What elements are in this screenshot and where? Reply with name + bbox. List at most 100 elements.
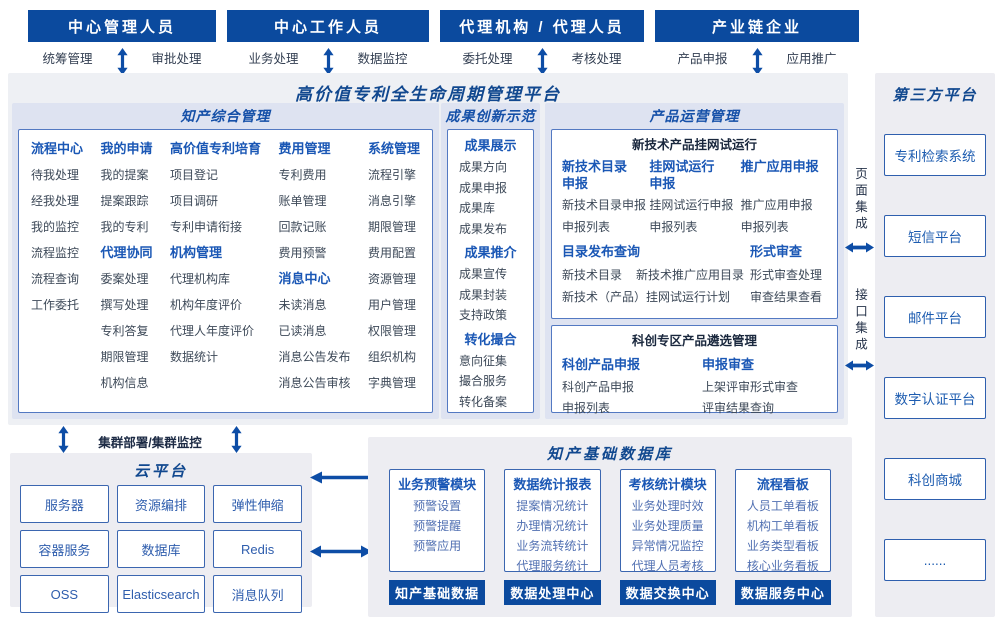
vertical-double-arrow-icon bbox=[322, 47, 334, 75]
role-left-function: 委托处理 bbox=[462, 51, 513, 66]
achievement-item: 转化备案 bbox=[459, 394, 508, 409]
role-title: 中心工作人员 bbox=[227, 10, 429, 42]
sci-innovation-column: 申报审查 上架评审形式审查评审结果查询 bbox=[702, 352, 827, 419]
cloud-service-box: 容器服务 bbox=[20, 530, 109, 568]
role-functions: 产品申报 应用推广 bbox=[655, 42, 859, 75]
platform-title: 高价值专利全生命周期管理平台 bbox=[295, 85, 561, 104]
section-ip-management: 知产综合管理 流程中心 待我处理经我处理我的监控流程监控流程查询工作委托 我的申… bbox=[12, 103, 439, 419]
new-tech-column: 新技术目录申报 新技术目录申报申报列表 bbox=[562, 158, 649, 238]
new-tech-item: 挂网试运行申报 bbox=[649, 198, 734, 212]
ip-item: 账单管理 bbox=[278, 194, 327, 208]
third-party-box: 邮件平台 bbox=[884, 296, 986, 338]
database-module-item: 业务处理质量 bbox=[631, 519, 704, 533]
platform-panel: 高价值专利全生命周期管理平台 知产综合管理 流程中心 待我处理经我处理我的监控流… bbox=[8, 73, 848, 425]
ip-item: 权限管理 bbox=[367, 324, 416, 338]
sci-innovation-box: 科创专区产品遴选管理 科创产品申报 科创产品申报申报列表 申报审查 上架评审形式… bbox=[551, 325, 838, 415]
database-module-item: 办理情况统计 bbox=[516, 519, 589, 533]
cloud-service-box: 数据库 bbox=[116, 530, 206, 568]
cloud-service-box: 弹性伸缩 bbox=[213, 485, 302, 523]
vertical-double-arrow-icon bbox=[536, 47, 548, 75]
ip-group: 消息中心 未读消息已读消息消息公告发布消息公告审核 bbox=[278, 266, 350, 396]
ip-item: 费用配置 bbox=[367, 246, 416, 260]
cloud-service-box: OSS bbox=[20, 575, 109, 613]
role-right-function: 审批处理 bbox=[151, 51, 202, 66]
database-module-header: 考核统计模块 bbox=[628, 477, 707, 492]
ip-item: 待我处理 bbox=[31, 168, 80, 182]
ip-column: 系统管理 流程引擎消息引擎期限管理费用配置资源管理用户管理权限管理组织机构字典管… bbox=[368, 136, 420, 396]
role-left-function: 产品申报 bbox=[677, 51, 728, 66]
database-module-item: 业务流转统计 bbox=[516, 539, 589, 553]
third-party-panel: 第三方平台 专利检索系统短信平台邮件平台数字认证平台科创商城...... bbox=[875, 73, 995, 617]
role-left-function: 统筹管理 bbox=[42, 51, 93, 66]
ip-item: 代理机构库 bbox=[169, 272, 230, 286]
database-centers: 知产基础数据数据处理中心数据交换中心数据服务中心 bbox=[389, 580, 831, 605]
third-party-box: 科创商城 bbox=[884, 458, 986, 500]
ip-item: 资源管理 bbox=[367, 272, 416, 286]
database-module-item: 人员工单看板 bbox=[746, 499, 819, 513]
section-product-ops-title: 产品运营管理 bbox=[649, 108, 740, 124]
ip-item: 数据统计 bbox=[169, 350, 218, 364]
database-module-header: 数据统计报表 bbox=[513, 477, 592, 492]
ip-group-header: 消息中心 bbox=[278, 271, 331, 286]
database-center-box: 数据服务中心 bbox=[734, 580, 831, 605]
role-right-function: 考核处理 bbox=[571, 51, 622, 66]
horizontal-double-arrow-icon bbox=[845, 358, 874, 376]
ip-item: 我的监控 bbox=[31, 220, 80, 234]
role-title: 代理机构 / 代理人员 bbox=[440, 10, 644, 42]
database-module: 数据统计报表 提案情况统计办理情况统计业务流转统计代理服务统计 bbox=[504, 469, 601, 573]
left-arrow-icon bbox=[310, 471, 372, 489]
catalog-query-group: 目录发布查询 新技术目录新技术推广应用目录新技术（产品）挂网试运行计划 bbox=[562, 240, 750, 308]
sci-innovation-item: 申报列表 bbox=[562, 401, 611, 415]
ip-column: 费用管理 专利费用账单管理回款记账费用预警 消息中心 未读消息已读消息消息公告发… bbox=[278, 136, 350, 396]
ip-item: 我的专利 bbox=[100, 220, 149, 234]
achievement-item: 成果宣传 bbox=[459, 267, 508, 281]
role-group: 中心工作人员 业务处理 数据监控 bbox=[227, 10, 429, 75]
catalog-review-row: 目录发布查询 新技术目录新技术推广应用目录新技术（产品）挂网试运行计划 形式审查… bbox=[552, 238, 837, 308]
ip-item: 字典管理 bbox=[367, 376, 416, 390]
third-party-box: 短信平台 bbox=[884, 215, 986, 257]
vertical-double-arrow-icon bbox=[751, 47, 763, 75]
database-module-item: 机构工单看板 bbox=[746, 519, 819, 533]
vertical-double-arrow-icon bbox=[58, 426, 69, 458]
database-center-box: 知产基础数据 bbox=[389, 580, 486, 605]
new-tech-item: 申报列表 bbox=[740, 220, 789, 234]
role-functions: 统筹管理 审批处理 bbox=[28, 42, 216, 75]
new-tech-item: 推广应用申报 bbox=[740, 198, 813, 212]
ip-item: 机构信息 bbox=[100, 376, 149, 390]
ip-column: 高价值专利培育 项目登记项目调研专利申请衔接 机构管理 代理机构库机构年度评价代… bbox=[170, 136, 261, 396]
page-integration-label: 页面集成 bbox=[853, 167, 867, 233]
third-party-box: ...... bbox=[884, 539, 986, 581]
database-module: 流程看板 人员工单看板机构工单看板业务类型看板核心业务看板 bbox=[734, 469, 831, 573]
section-achievement-title: 成果创新示范 bbox=[445, 108, 536, 124]
database-module-item: 预警提醒 bbox=[413, 519, 462, 533]
ip-item: 已读消息 bbox=[278, 324, 327, 338]
formal-review-group: 形式审查 形式审查处理审查结果查看 bbox=[750, 240, 827, 308]
cloud-service-box: 服务器 bbox=[20, 485, 109, 523]
ip-group: 费用管理 专利费用账单管理回款记账费用预警 bbox=[278, 136, 350, 266]
database-module-item: 代理服务统计 bbox=[516, 559, 589, 573]
role-functions: 委托处理 考核处理 bbox=[440, 42, 644, 75]
achievement-group: 成果推介 成果宣传成果封装支持政策 bbox=[448, 241, 533, 326]
database-module-item: 预警设置 bbox=[413, 499, 462, 513]
ip-item: 项目登记 bbox=[169, 168, 218, 182]
ip-item: 消息公告审核 bbox=[278, 376, 351, 390]
achievement-group-header: 成果推介 bbox=[464, 245, 517, 260]
catalog-query-header: 目录发布查询 bbox=[562, 244, 641, 259]
new-tech-column-header: 挂网试运行申报 bbox=[649, 159, 715, 191]
cluster-deploy-monitor-label: 集群部署/集群监控 bbox=[98, 436, 202, 450]
new-tech-item: 新技术目录申报 bbox=[562, 198, 647, 212]
ip-item: 期限管理 bbox=[367, 220, 416, 234]
ip-item: 项目调研 bbox=[169, 194, 218, 208]
new-tech-item: 申报列表 bbox=[562, 220, 611, 234]
database-module-item: 预警应用 bbox=[413, 539, 462, 553]
ip-group: 机构管理 代理机构库机构年度评价代理人年度评价数据统计 bbox=[170, 240, 261, 370]
ip-item: 用户管理 bbox=[367, 298, 416, 312]
database-module-header: 流程看板 bbox=[756, 477, 809, 492]
sci-innovation-column: 科创产品申报 科创产品申报申报列表 bbox=[562, 352, 702, 419]
cloud-service-box: 消息队列 bbox=[213, 575, 302, 613]
role-title: 中心管理人员 bbox=[28, 10, 216, 42]
ip-item: 撰写处理 bbox=[100, 298, 149, 312]
ip-group-header: 机构管理 bbox=[169, 245, 222, 260]
ip-group: 高价值专利培育 项目登记项目调研专利申请衔接 bbox=[170, 136, 261, 240]
